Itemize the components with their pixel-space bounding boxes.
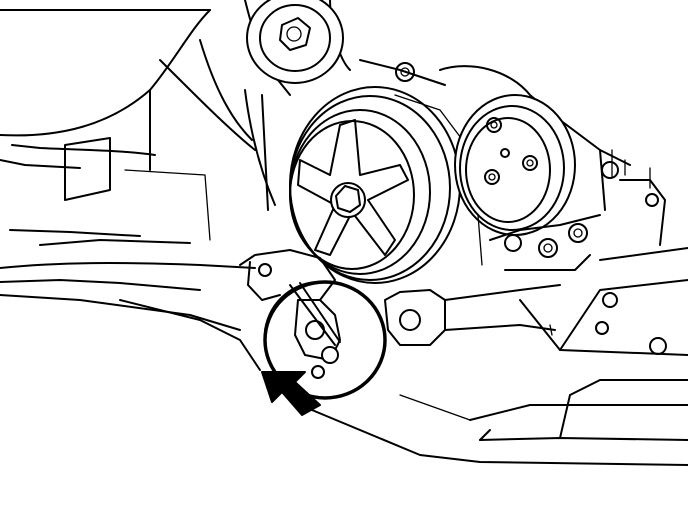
water-pump-pulley <box>454 94 576 236</box>
subframe <box>0 9 261 371</box>
rotation-arrow-icon <box>261 371 321 416</box>
callout-circle <box>263 280 387 400</box>
crankshaft-balancer <box>289 86 476 284</box>
idler-pulley <box>246 0 344 84</box>
block-bolts <box>395 62 619 271</box>
crossmember <box>299 247 688 466</box>
